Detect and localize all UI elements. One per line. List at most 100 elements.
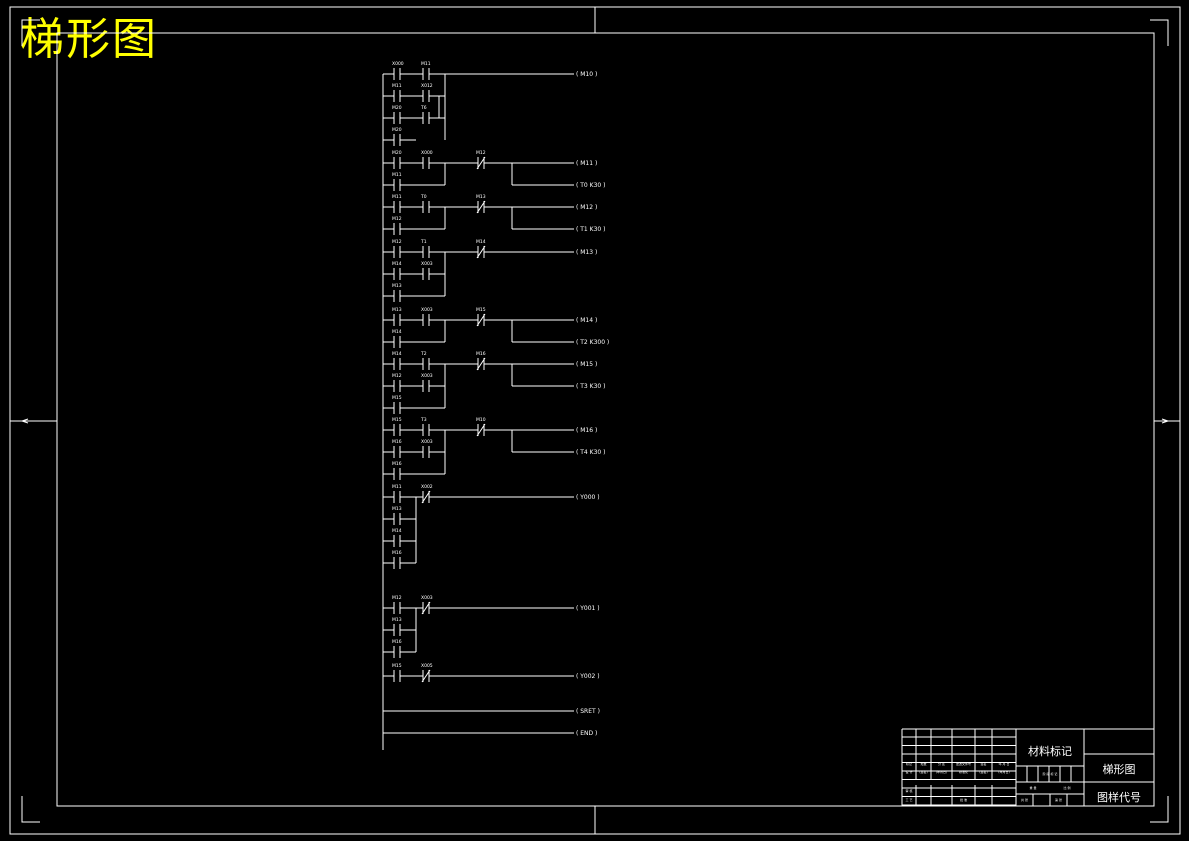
contact-label: M12 [476, 150, 486, 156]
contact-label: M14 [392, 351, 402, 357]
coil-label: ( M15 ) [576, 361, 597, 368]
contact-label: M13 [476, 194, 486, 200]
coil-label: ( M10 ) [576, 71, 597, 78]
coil-label: ( T2 K300 ) [576, 339, 609, 346]
contact-label: M11 [392, 194, 402, 200]
title-block-cell: 分 区 [938, 762, 945, 766]
title-block-cell: 重 量 [1029, 786, 1037, 790]
title-block-cell: 年.月.日 [998, 762, 1010, 766]
contact-nc-slash [476, 357, 486, 371]
coil-label: ( Y001 ) [576, 605, 600, 612]
coil-label: ( SRET ) [576, 708, 600, 715]
coil-label: ( T3 K30 ) [576, 383, 605, 390]
coil-label: ( END ) [576, 730, 597, 737]
contact-label: M12 [392, 216, 402, 222]
coil-label: ( M13 ) [576, 249, 597, 256]
coil-label: ( M16 ) [576, 427, 597, 434]
contact-nc-slash [421, 601, 431, 615]
contact-nc-slash [476, 245, 486, 259]
contact-nc-slash [476, 423, 486, 437]
contact-label: M16 [392, 550, 402, 556]
title-block-cell: 阶 段 标 记 [1042, 772, 1058, 776]
contact-label: M15 [392, 663, 402, 669]
title-block-cell: 标准化 [958, 770, 968, 774]
coil-label: ( M12 ) [576, 204, 597, 211]
contact-label: M15 [476, 307, 486, 313]
contact-label: T1 [420, 239, 427, 245]
contact-label: M15 [392, 417, 402, 423]
contact-label: M20 [392, 150, 402, 156]
contact-label: M11 [392, 172, 402, 178]
coil-label: ( Y000 ) [576, 494, 600, 501]
contact-label: X000 [421, 150, 433, 156]
title-block-cell: 更改文件号 [955, 762, 971, 766]
contact-label: M16 [392, 639, 402, 645]
drawing-code: 图样代号 [1097, 791, 1141, 804]
coil-label: ( T1 K30 ) [576, 226, 605, 233]
title-block-cell: 批 准 [960, 798, 967, 802]
contact-label: T0 [420, 194, 427, 200]
contact-label: M16 [392, 461, 402, 467]
sheet-frame [9, 6, 1181, 835]
contact-label: X002 [421, 484, 433, 490]
contact-label: X005 [421, 663, 433, 669]
contact-label: M14 [476, 239, 486, 245]
contact-nc-slash [421, 669, 431, 683]
contact-label: T6 [420, 105, 427, 111]
contact-label: X003 [421, 261, 433, 267]
coil-label: ( T0 K30 ) [576, 182, 605, 189]
contact-label: X003 [421, 307, 433, 313]
title-block-cell: 工 艺 [905, 798, 913, 802]
contact-label: M16 [392, 439, 402, 445]
contact-label: X003 [421, 373, 433, 379]
title-block-cell: (签名) [979, 770, 988, 774]
contact-label: T3 [420, 417, 427, 423]
contact-label: M10 [476, 417, 486, 423]
contact-label: M20 [392, 127, 402, 133]
title-block [901, 728, 1155, 806]
contact-nc-slash [476, 200, 486, 214]
coil-label: ( Y002 ) [576, 673, 600, 680]
drawing-name: 梯形图 [1102, 763, 1136, 776]
title-block-cell: (签名) [919, 770, 928, 774]
contact-label: M11 [421, 61, 431, 67]
title-block-cell: 签名 [980, 762, 987, 766]
contact-label: M15 [392, 395, 402, 401]
title-block-cell: 审 核 [905, 789, 913, 793]
contact-label: M13 [392, 617, 402, 623]
contact-label: M12 [392, 595, 402, 601]
material-mark: 材料标记 [1028, 745, 1072, 758]
contact-label: M13 [392, 283, 402, 289]
title-block-cell: (年月日) [998, 770, 1010, 774]
contact-label: M12 [392, 239, 402, 245]
contact-label: M14 [392, 528, 402, 534]
contact-label: M14 [392, 261, 402, 267]
coil-label: ( T4 K30 ) [576, 449, 605, 456]
contact-label: M20 [392, 105, 402, 111]
contact-label: X012 [421, 83, 433, 89]
coil-label: ( M11 ) [576, 160, 597, 167]
contact-label: X000 [392, 61, 404, 67]
contact-label: M11 [392, 83, 402, 89]
contact-label: X003 [421, 595, 433, 601]
title-block-cell: 共 张 [1021, 798, 1028, 802]
contact-nc-slash [476, 313, 486, 327]
coil-label: ( M14 ) [576, 317, 597, 324]
contact-label: M13 [392, 307, 402, 313]
drawing-title: 梯形图 [20, 14, 158, 65]
title-block-cell: 标记 [905, 762, 912, 766]
contact-nc-slash [476, 156, 486, 170]
contact-label: M16 [476, 351, 486, 357]
contact-label: M11 [392, 484, 402, 490]
contact-label: M14 [392, 329, 402, 335]
title-block-cell: (年月日) [935, 770, 948, 774]
contact-label: X003 [421, 439, 433, 445]
title-block-cell: 第 张 [1055, 798, 1062, 802]
contact-label: M13 [392, 506, 402, 512]
contact-label: T2 [420, 351, 427, 357]
title-block-cell: 比 例 [1063, 786, 1071, 790]
title-block-cell: 设 计 [905, 770, 913, 774]
contact-nc-slash [421, 490, 431, 504]
